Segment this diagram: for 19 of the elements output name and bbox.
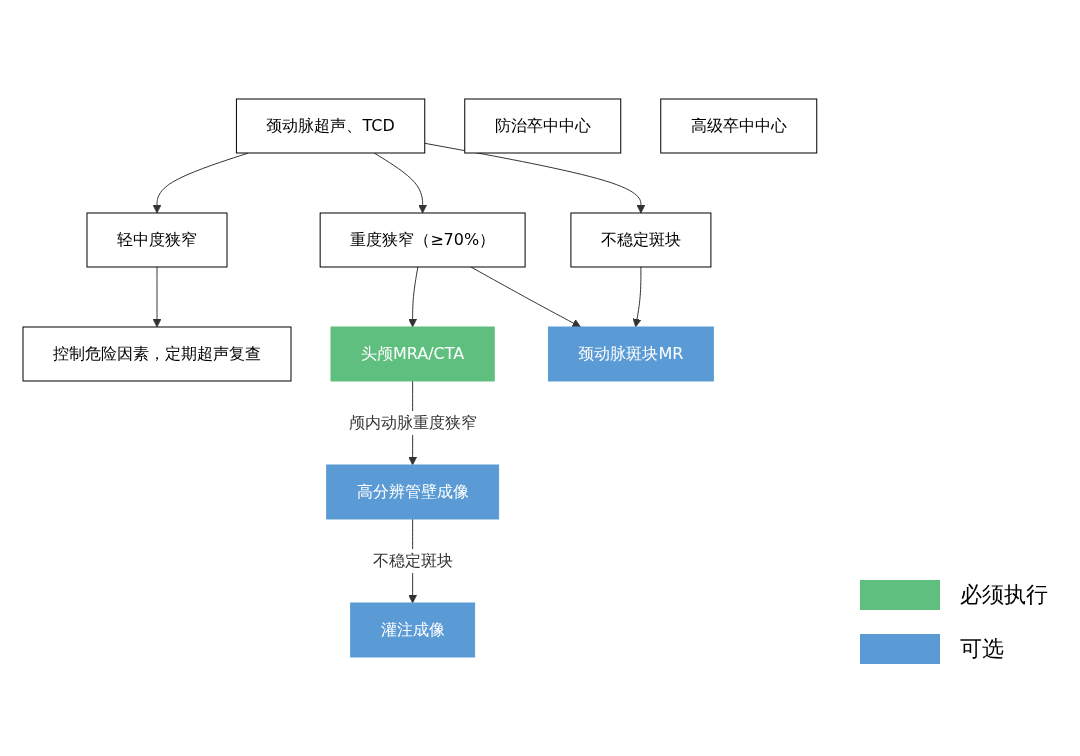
legend-label: 可选 — [960, 635, 1004, 663]
node-box: 不稳定斑块 — [570, 212, 712, 268]
node-box: 颈动脉超声、TCD — [236, 98, 426, 154]
node-box: 灌注成像 — [350, 602, 476, 658]
node-box: 高分辨管壁成像 — [326, 464, 500, 520]
node-box: 高级卒中中心 — [660, 98, 818, 154]
node-box: 控制危险因素，定期超声复查 — [22, 326, 292, 382]
legend-label: 必须执行 — [960, 581, 1048, 609]
arrow — [408, 266, 419, 328]
node-box: 防治卒中中心 — [464, 98, 622, 154]
node-box: 颈动脉斑块MR — [548, 326, 714, 382]
node-box: 头颅MRA/CTA — [330, 326, 495, 382]
edge-label: 颅内动脉重度狭窄 — [348, 412, 477, 432]
arrow — [152, 266, 162, 328]
arrow — [632, 266, 642, 328]
arrow — [424, 142, 646, 214]
edge-label: 不稳定斑块 — [372, 550, 453, 570]
node-box: 重度狭窄（≥70%） — [319, 212, 526, 268]
node-box: 轻中度狭窄 — [86, 212, 228, 268]
